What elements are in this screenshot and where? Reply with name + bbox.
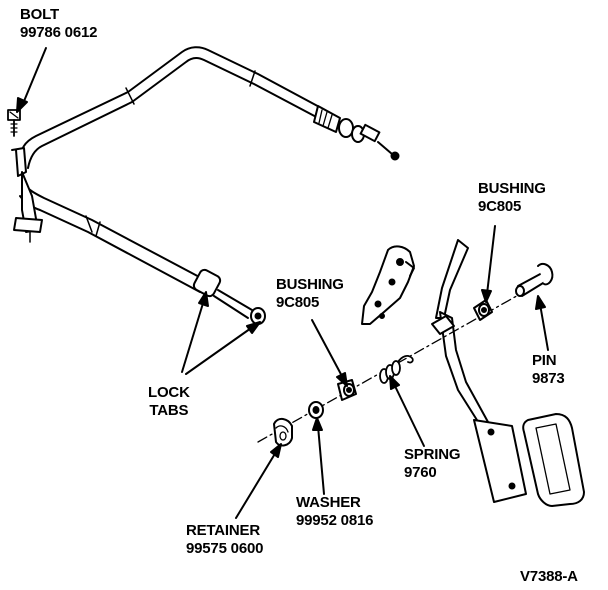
washer-part-number: 99952 0816 xyxy=(296,512,374,529)
bolt-icon xyxy=(7,109,21,137)
pin-part-number: 9873 xyxy=(532,370,565,387)
bushing-right-part-number: 9C805 xyxy=(478,198,522,215)
pin-name: PIN xyxy=(532,352,557,369)
leader-arrows xyxy=(16,47,549,519)
spring-name: SPRING xyxy=(404,446,461,463)
spring-part-number: 9760 xyxy=(404,464,437,481)
bushing-left-part-number: 9C805 xyxy=(276,294,320,311)
pin-label: PIN 9873 xyxy=(532,352,565,388)
mounting-bracket xyxy=(361,245,415,325)
figure-id: V7388-A xyxy=(520,568,578,585)
retainer-label: RETAINER 99575 0600 xyxy=(186,522,263,558)
bolt-label: BOLT 99786 0612 xyxy=(20,6,97,42)
retainer-icon xyxy=(273,418,293,447)
bushing-left-icon xyxy=(337,379,357,401)
retainer-name: RETAINER xyxy=(186,522,260,539)
bushing-right-icon xyxy=(473,299,493,321)
bolt-name: BOLT xyxy=(20,6,59,23)
lock-tabs-label: LOCK TABS xyxy=(148,384,190,420)
lock-tabs-line1: LOCK xyxy=(148,384,190,401)
washer-name: WASHER xyxy=(296,494,361,511)
bushing-left-name: BUSHING xyxy=(276,276,344,293)
bushing-right-name: BUSHING xyxy=(478,180,546,197)
washer-label: WASHER 99952 0816 xyxy=(296,494,373,530)
pivot-axis xyxy=(257,279,546,443)
lock-tabs-line2: TABS xyxy=(149,402,189,419)
bushing-right-label: BUSHING 9C805 xyxy=(478,180,546,216)
pin-icon xyxy=(515,263,554,297)
throttle-cable xyxy=(11,46,400,325)
retainer-part-number: 99575 0600 xyxy=(186,540,264,557)
accelerator-pedal xyxy=(431,239,585,507)
bushing-left-label: BUSHING 9C805 xyxy=(276,276,344,312)
washer-icon xyxy=(308,401,324,419)
bolt-part-number: 99786 0612 xyxy=(20,24,98,41)
spring-icon xyxy=(379,355,414,384)
spring-label: SPRING 9760 xyxy=(404,446,461,482)
